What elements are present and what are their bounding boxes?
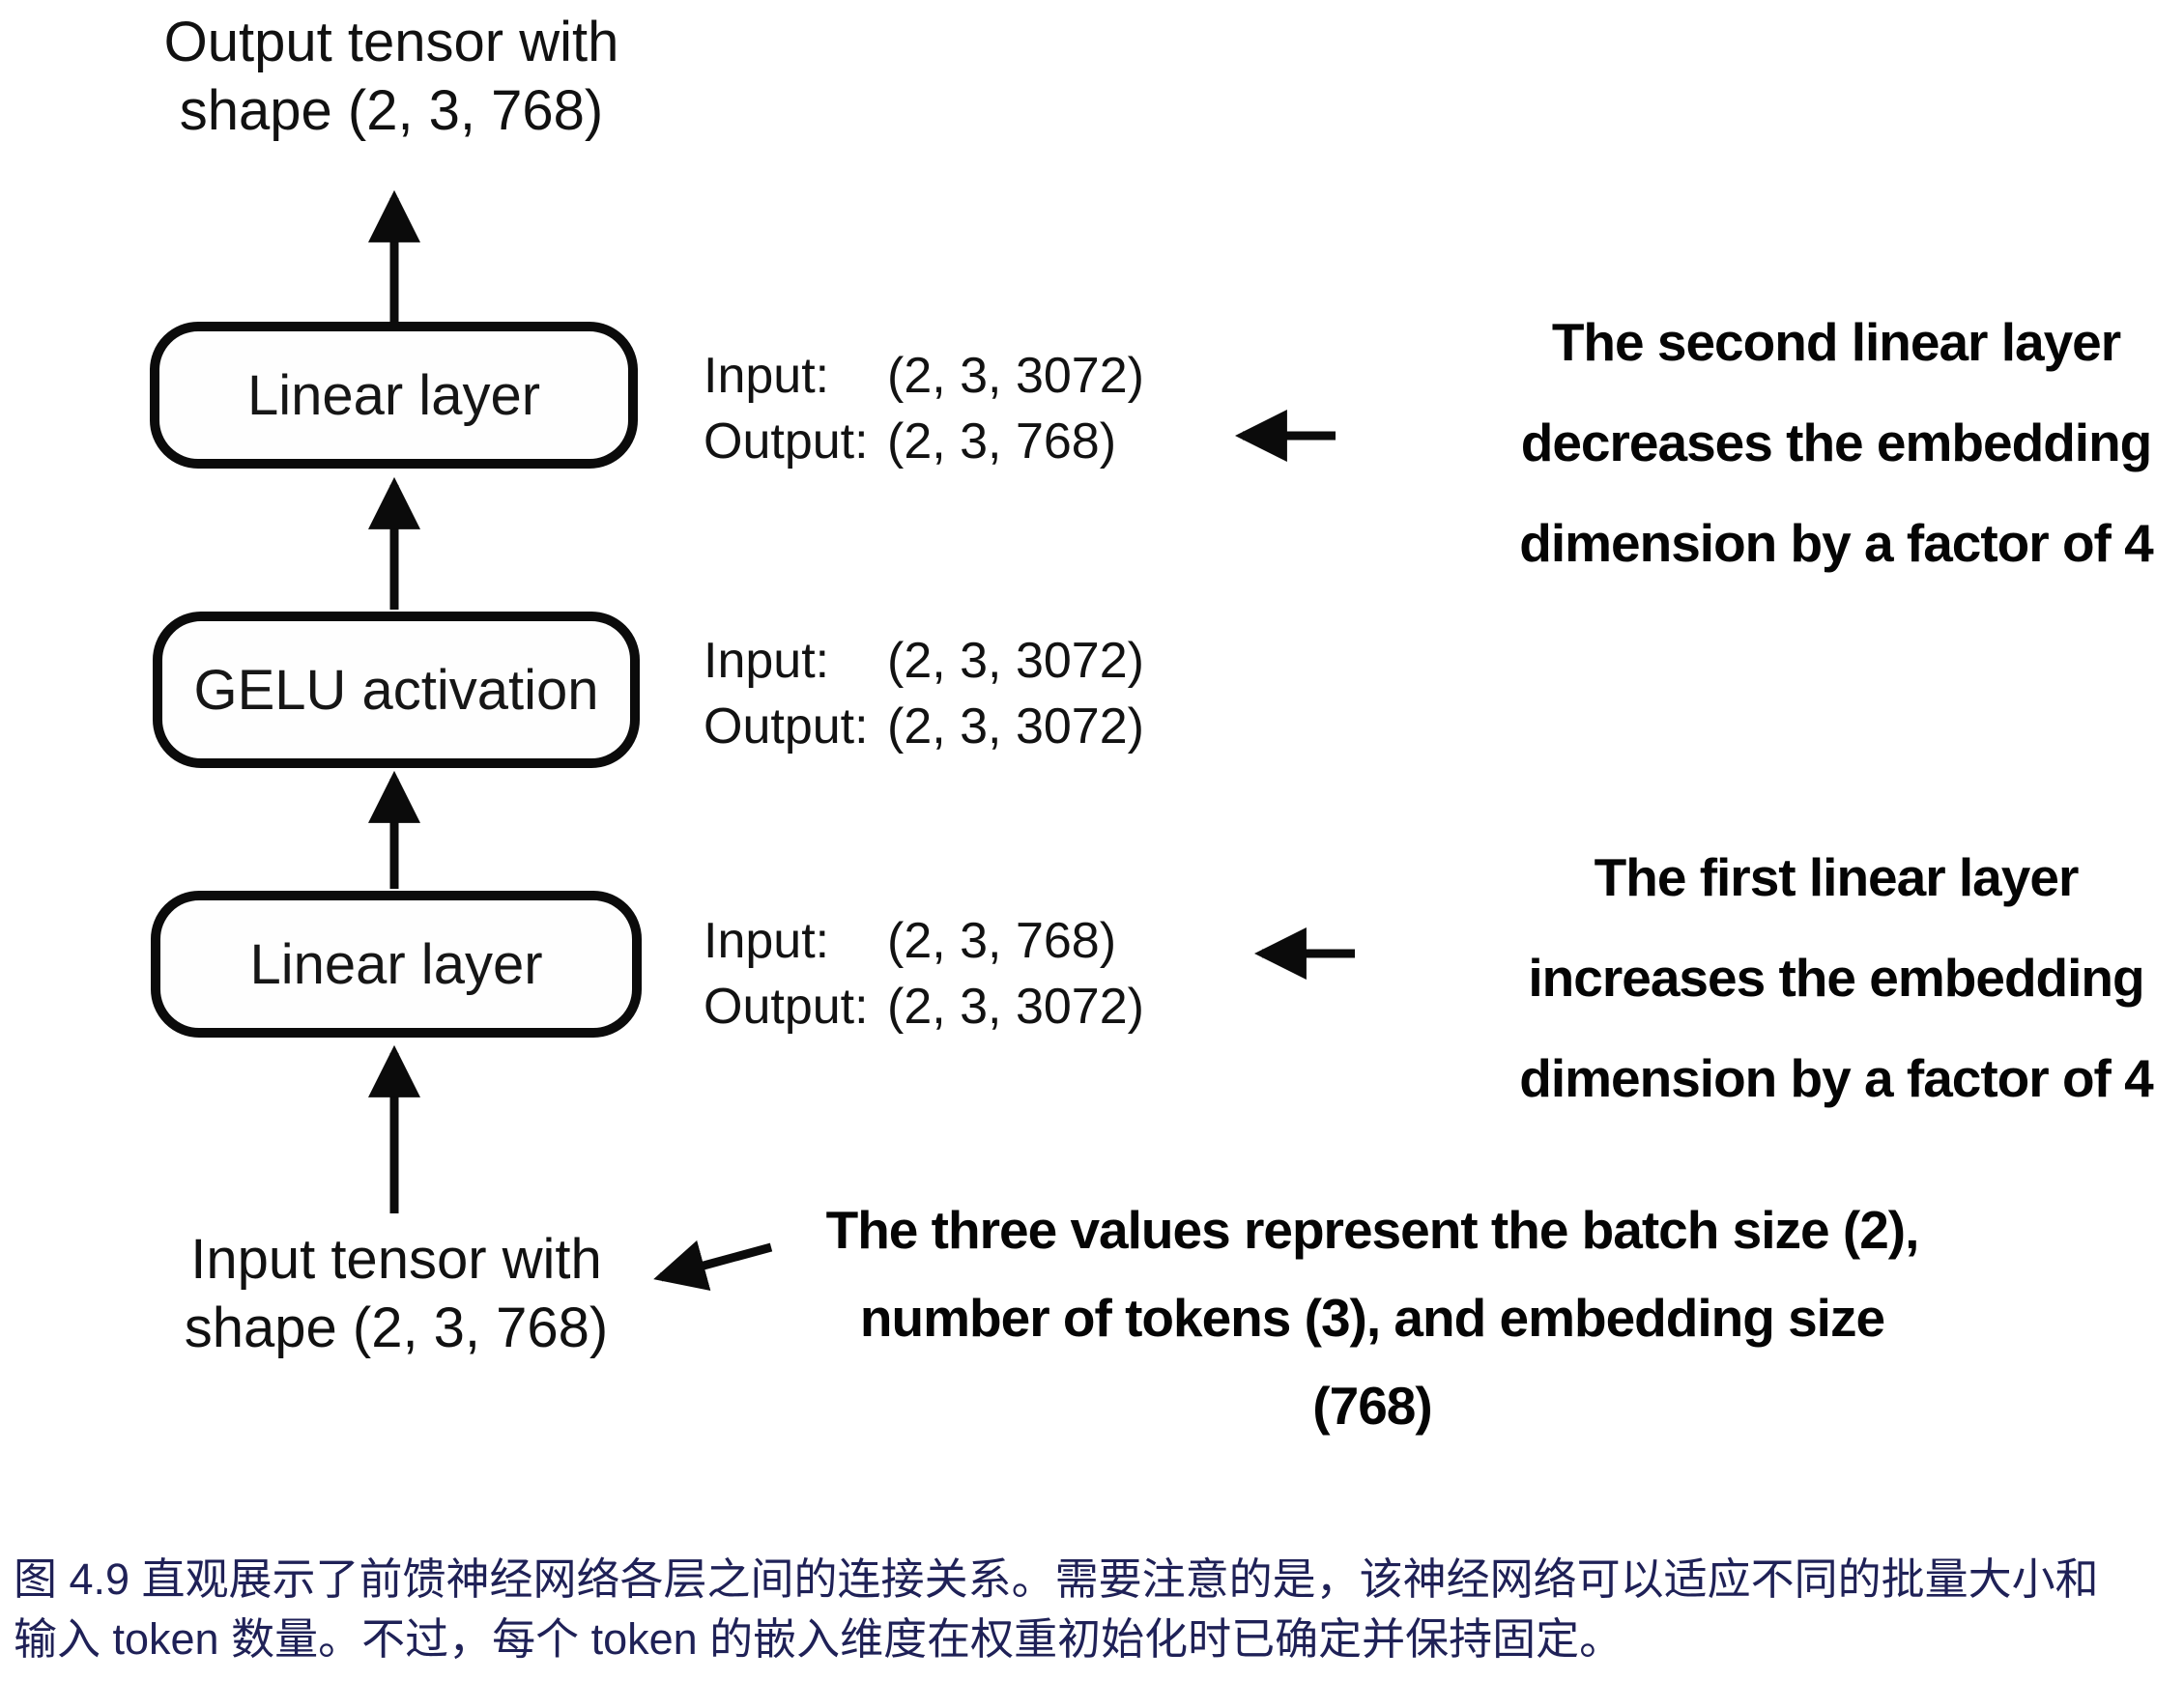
output-label: Output: [704,413,869,470]
note-line: decreases the embedding [1520,413,2153,472]
input-tensor-label-line1: Input tensor with [190,1228,602,1291]
note-first-linear-layer: The first linear layer increases the emb… [1469,827,2184,1128]
output-shape-value: (2, 3, 768) [887,413,1117,470]
caption-line2: 输入 token 数量。不过，每个 token 的嵌入维度在权重初始化时已确定并… [14,1614,1624,1664]
note-line: The second linear layer [1551,312,2121,372]
input-shape-value: (2, 3, 3072) [887,348,1144,404]
shape-row-input: Input: (2, 3, 768) [704,908,1144,974]
note-tensor-values: The three values represent the batch siz… [754,1186,1991,1450]
input-label: Input: [704,633,830,689]
output-tensor-label: Output tensor with shape (2, 3, 768) [92,8,691,145]
linear-layer-1-box: Linear layer [151,891,642,1038]
input-label: Input: [704,913,830,969]
gelu-activation-box: GELU activation [153,612,640,768]
output-shape-value: (2, 3, 3072) [887,698,1144,755]
shape-annotation-linear-1: Input: (2, 3, 768) Output: (2, 3, 3072) [704,908,1144,1040]
figure-caption: 图 4.9 直观展示了前馈神经网络各层之间的连接关系。需要注意的是，该神经网络可… [14,1550,2174,1669]
note-line: dimension by a factor of 4 [1519,1048,2154,1108]
caption-line1: 图 4.9 直观展示了前馈神经网络各层之间的连接关系。需要注意的是，该神经网络可… [14,1554,2099,1604]
input-label: Input: [704,348,830,404]
gelu-activation-label: GELU activation [193,658,599,722]
note-line: dimension by a factor of 4 [1519,513,2154,573]
note-line: The first linear layer [1594,847,2080,907]
output-tensor-label-line1: Output tensor with [163,11,619,73]
output-label: Output: [704,979,869,1035]
shape-row-input: Input: (2, 3, 3072) [704,343,1144,409]
output-tensor-label-line2: shape (2, 3, 768) [179,79,604,142]
shape-row-output: Output: (2, 3, 3072) [704,694,1144,759]
linear-layer-2-box: Linear layer [150,322,638,469]
note-line: The three values represent the batch siz… [825,1200,1920,1260]
shape-annotation-gelu: Input: (2, 3, 3072) Output: (2, 3, 3072) [704,628,1144,759]
shape-row-output: Output: (2, 3, 3072) [704,974,1144,1040]
input-shape-value: (2, 3, 768) [887,913,1117,969]
output-shape-value: (2, 3, 3072) [887,979,1144,1035]
output-label: Output: [704,698,869,755]
note-line: number of tokens (3), and embedding size [859,1288,1885,1348]
note-line: increases the embedding [1528,948,2144,1008]
input-tensor-label: Input tensor with shape (2, 3, 768) [135,1225,657,1362]
note-second-linear-layer: The second linear layer decreases the em… [1469,292,2184,593]
note-line: (768) [1312,1376,1432,1436]
shape-row-output: Output: (2, 3, 768) [704,409,1144,474]
input-shape-value: (2, 3, 3072) [887,633,1144,689]
shape-annotation-linear-2: Input: (2, 3, 3072) Output: (2, 3, 768) [704,343,1144,474]
linear-layer-2-label: Linear layer [246,363,541,427]
input-tensor-label-line2: shape (2, 3, 768) [184,1296,609,1359]
shape-row-input: Input: (2, 3, 3072) [704,628,1144,694]
linear-layer-1-label: Linear layer [249,932,543,996]
